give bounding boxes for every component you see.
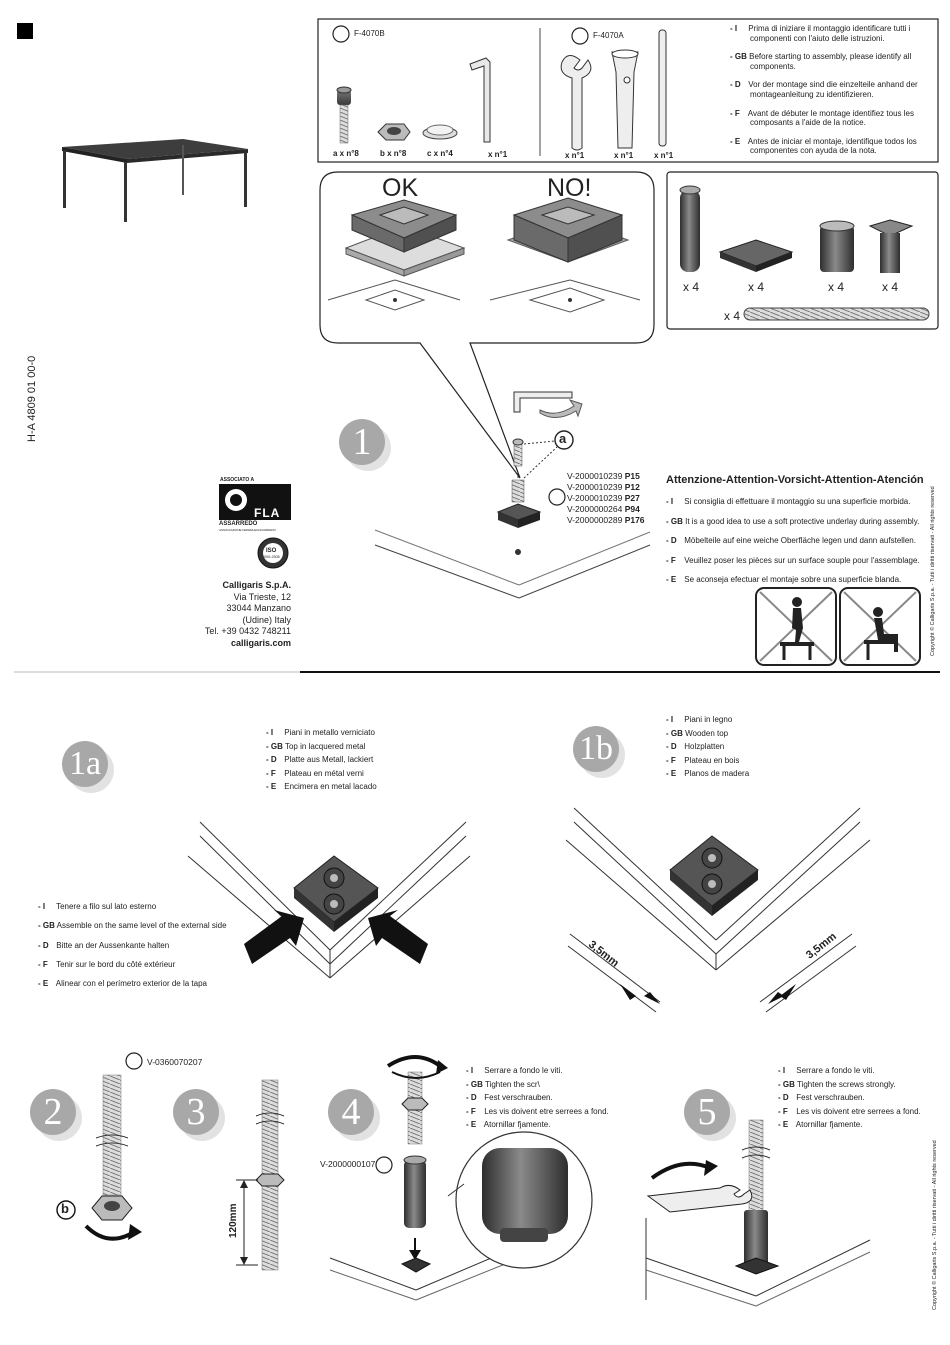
tool-code-left: F-4070B	[354, 29, 385, 38]
tool-code-right: F-4070A	[593, 31, 624, 40]
count-c: c x n°4	[427, 149, 453, 158]
step5-illustration	[645, 1119, 871, 1307]
doc-code: H-A 4809 01 00-0	[26, 355, 38, 442]
step4-code: V-2000000107	[320, 1159, 376, 1169]
parts-count-1: x 4	[683, 280, 700, 294]
count-spanner: x n°1	[614, 151, 634, 160]
step-3-number: 3	[173, 1089, 219, 1135]
count-b: b x n°8	[380, 149, 407, 158]
copyright-top: Copyright © Calligaris S.p.a. - Tutti i …	[930, 486, 936, 656]
step1a-side-text: - I Tenere a filo sul lato esterno - GB …	[38, 902, 227, 989]
step4-illustration	[329, 1055, 593, 1301]
step1a-text: - I Piani in metallo verniciato - GB Top…	[266, 728, 377, 792]
step-2-number: 2	[30, 1089, 76, 1135]
step1b-text: - I Piani in legno - GB Wooden top - D H…	[666, 715, 750, 779]
parts-count-4: x 4	[882, 280, 899, 294]
step1-illustration	[374, 391, 651, 599]
label-b: b	[61, 1201, 69, 1216]
company-address: Calligaris S.p.A. Via Trieste, 12 33044 …	[204, 580, 291, 648]
step3-dim: 120mm	[228, 1203, 239, 1238]
fla-logo	[219, 484, 291, 520]
parts-count-5: x 4	[724, 309, 741, 323]
fla-text: FLA	[254, 506, 281, 520]
assarredo-text: ASSARREDO	[219, 521, 258, 527]
warning-icons	[755, 587, 921, 666]
step5-text: - I Serrare a fondo le viti. - GB Tighte…	[778, 1066, 921, 1130]
step2-illustration	[56, 1074, 142, 1241]
parts-count-3: x 4	[828, 280, 845, 294]
step-4-number: 4	[328, 1089, 374, 1135]
copyright-bottom: Copyright © Calligaris S.p.a. - Tutti i …	[932, 1140, 938, 1310]
no-label: NO!	[547, 174, 592, 202]
step2-code: V-0360070207	[147, 1057, 203, 1067]
iso-text: ISO	[266, 548, 277, 554]
assoc-label: ASSOCIATO A	[220, 477, 255, 483]
attention-title: Attenzione-Attention-Vorsicht-Attention-…	[666, 474, 924, 486]
label-a: a	[559, 431, 567, 446]
corner-square-mark	[17, 23, 33, 39]
step-1b-number: 1b	[573, 726, 619, 772]
count-hex-key: x n°1	[488, 150, 508, 159]
table-illustration	[62, 139, 248, 222]
step3-illustration	[236, 1079, 285, 1271]
code-icons	[125, 25, 589, 1174]
step1a-illustration	[187, 821, 471, 979]
count-a: a x n°8	[333, 149, 359, 158]
step4-text: - I Serrare a fondo le viti. - GB Tighte…	[466, 1066, 609, 1130]
intro-text: - I Prima di iniziare il montaggio ident…	[730, 24, 918, 156]
assarredo-sub: ASSOCIAZIONE FEDERLEGNOARREDO	[219, 528, 276, 532]
step-1-number: 1	[339, 419, 385, 465]
step1-codes: V-2000010239 P15 V-2000010239 P12 V-2000…	[567, 471, 645, 525]
step1b-illustration	[565, 807, 871, 1013]
parts-count-2: x 4	[748, 280, 765, 294]
iso-sub: 9001:2008	[263, 555, 280, 559]
step-1a-number: 1a	[62, 741, 108, 787]
parts-box	[666, 171, 939, 330]
tools-box	[317, 18, 939, 163]
count-rod: x n°1	[654, 151, 674, 160]
count-wrench: x n°1	[565, 151, 585, 160]
iso-seal	[257, 537, 289, 569]
ok-label: OK	[382, 174, 419, 202]
ok-no-comparison	[319, 171, 655, 479]
step-5-number: 5	[684, 1089, 730, 1135]
attention-text: - I Si consiglia di effettuare il montag…	[666, 497, 920, 584]
